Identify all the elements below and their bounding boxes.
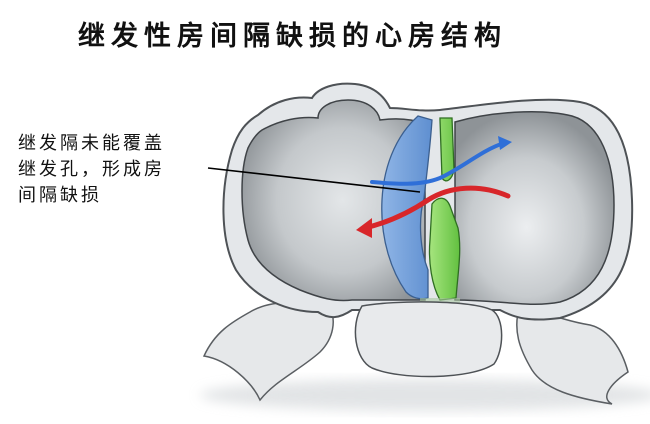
red-arrowhead-icon <box>356 218 372 238</box>
annotation-label: 继发隔未能覆盖 继发孔，形成房 间隔缺损 <box>18 131 218 209</box>
annotation-line-3: 间隔缺损 <box>18 185 102 206</box>
right-atrium-cavity <box>241 99 426 302</box>
blue-arrowhead-icon <box>498 136 512 150</box>
diagram-title: 继发性房间隔缺损的心房结构 <box>78 21 507 52</box>
left-atrium-cavity <box>454 110 615 305</box>
left-vessel <box>202 301 334 402</box>
annotation-line-1: 继发隔未能覆盖 <box>18 133 165 154</box>
right-vessel <box>516 304 629 405</box>
blood-flow-blue-arrow <box>370 141 506 186</box>
annotation-line-2: 继发孔，形成房 <box>18 159 165 180</box>
blood-flow-red-arrow <box>362 185 511 231</box>
atrioventricular-region <box>354 301 503 378</box>
annotation-leader-line <box>207 167 421 193</box>
